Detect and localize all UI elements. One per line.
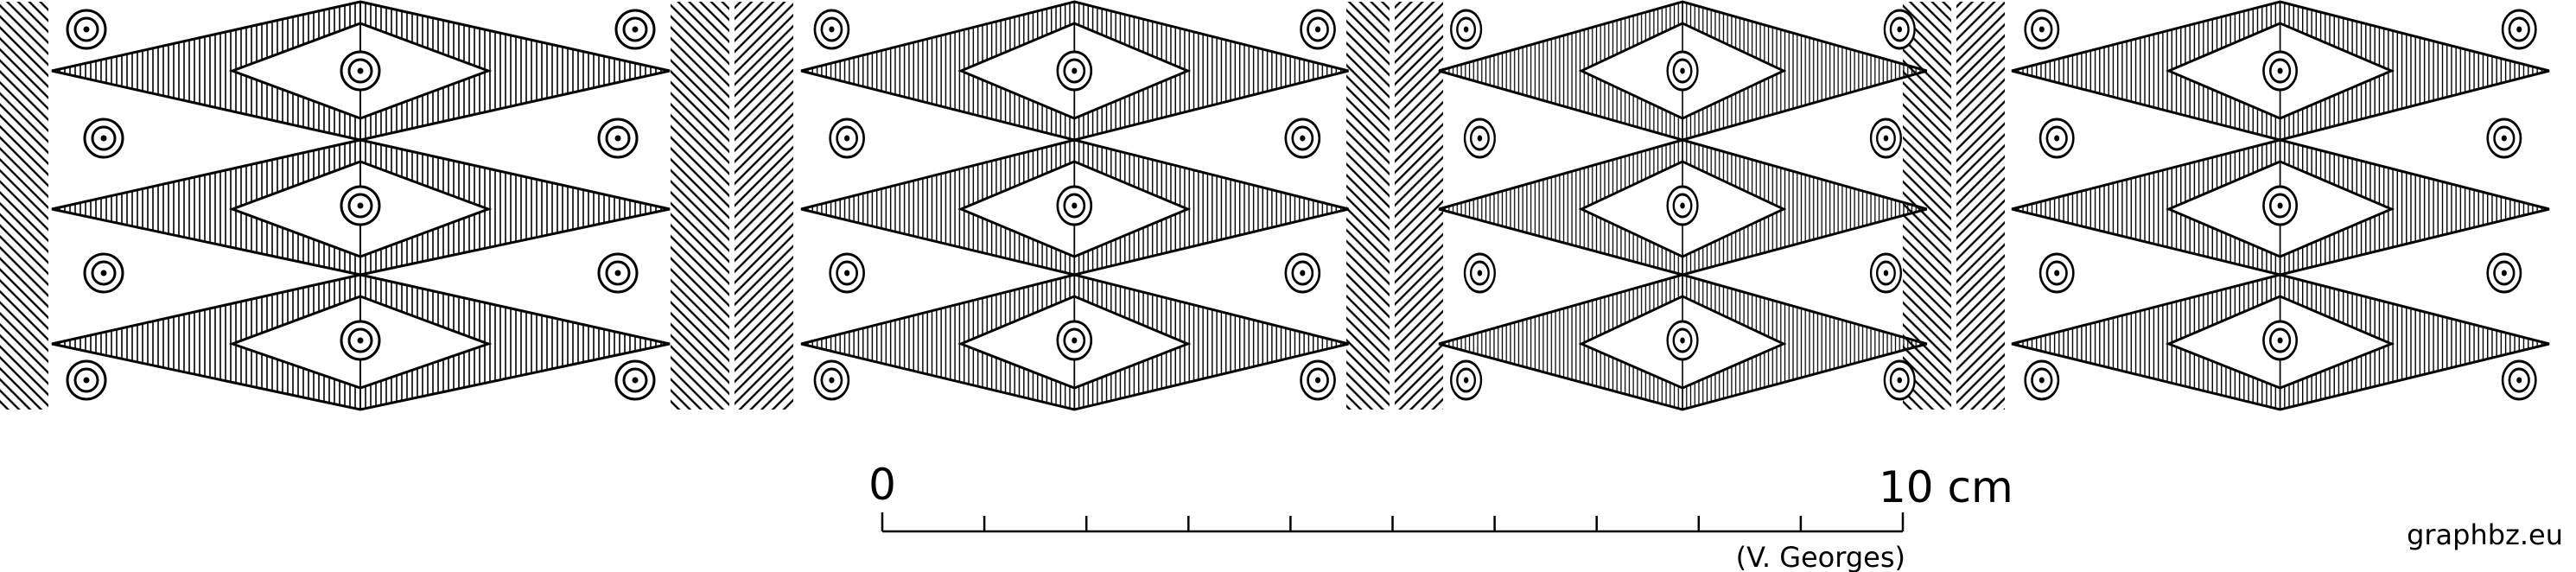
hatch-column-7 [1956, 2, 2005, 410]
ornament-panel-4 [2012, 2, 2549, 410]
scale-bar: 0 10 cm [868, 460, 2013, 533]
hatch-column-4 [1346, 2, 1390, 410]
scale-end-label: 10 cm [1879, 462, 2013, 512]
hatch-column-1 [0, 2, 48, 410]
ornament-panel-1 [52, 2, 670, 410]
scale-bar-ticks [881, 512, 1905, 531]
hatch-column-2 [671, 2, 729, 410]
ornament-panel-2 [801, 2, 1348, 410]
hatch-column-3 [735, 2, 793, 410]
author-credit: (V. Georges) [1736, 541, 1905, 572]
ornament-panel-3 [1439, 2, 1927, 410]
hatched-border-columns [0, 2, 2005, 410]
hatch-column-5 [1395, 2, 1443, 410]
scale-start-label: 0 [868, 460, 896, 510]
watermark-text: graphbz.eu [2407, 518, 2563, 551]
